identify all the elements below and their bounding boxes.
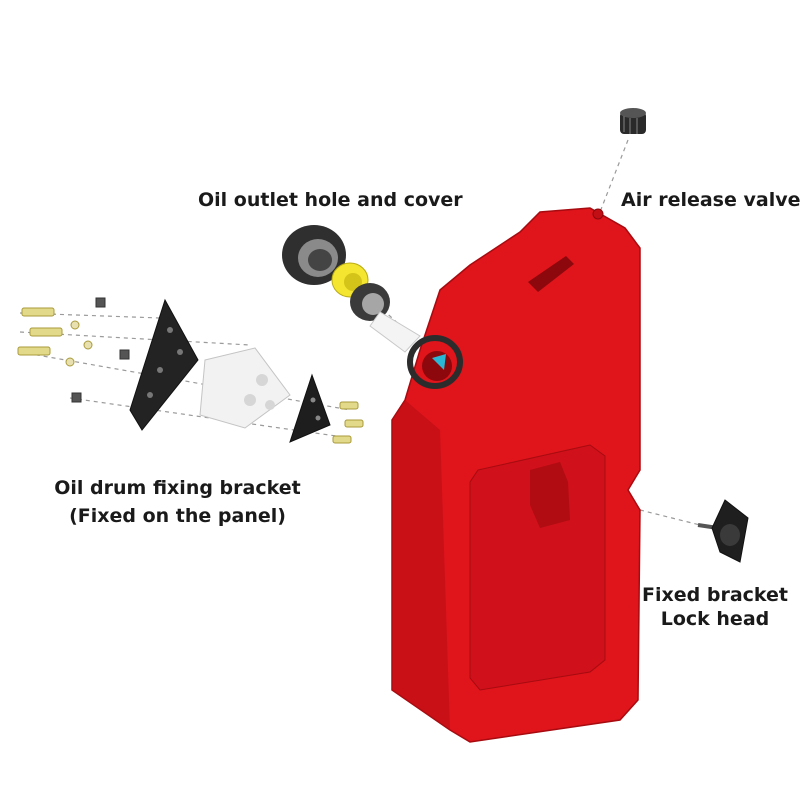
nut-3 [71,392,82,403]
bolt-2 [29,327,63,337]
nuts [71,297,130,403]
label-fixing-bracket-line2: (Fixed on the panel) [69,505,286,527]
washer-2 [83,340,93,350]
filter-tube [369,311,421,353]
tank-panel [469,444,606,691]
tank-handle-slot [528,256,574,292]
label-fixing-bracket-line1: Oil drum fixing bracket [54,477,301,499]
triangle-plate-icon [129,298,199,431]
small-plate-icon [289,373,331,443]
tank-side-shade [392,400,450,730]
outlet-cover-assembly [282,225,421,353]
lock-head-icon [697,499,749,563]
nut-1 [95,297,106,308]
tank-recess [530,462,570,528]
washer-1 [70,320,80,330]
label-fixing-bracket: Oil drum fixing bracket (Fixed on the pa… [50,476,305,528]
nut-2 [119,349,130,360]
bolt-6 [332,435,352,444]
washer-3 [65,357,75,367]
bolt-4 [339,401,359,410]
valve-cap-icon [620,108,646,134]
bolt-5 [344,419,364,428]
bolts [17,307,364,444]
bolt-3 [17,346,51,356]
spacer-block-icon [199,347,291,429]
label-lock-head-line1: Fixed bracket [642,584,788,606]
outlet-accent [432,354,446,370]
label-air-release: Air release valve [621,189,800,211]
label-lock-head-line2: Lock head [660,608,770,630]
fuel-tank [391,207,641,743]
guide-line-bolt-2 [19,331,251,346]
label-lock-head: Fixed bracket Lock head [640,583,790,631]
outlet-cap-icon [282,225,346,285]
outlet-port [407,335,463,389]
guide-line-valve [599,139,629,213]
guide-line-lock [639,509,701,526]
washers [65,320,93,367]
label-oil-outlet: Oil outlet hole and cover [198,189,463,211]
air-release-port [592,208,604,220]
bolt-1 [21,307,55,317]
